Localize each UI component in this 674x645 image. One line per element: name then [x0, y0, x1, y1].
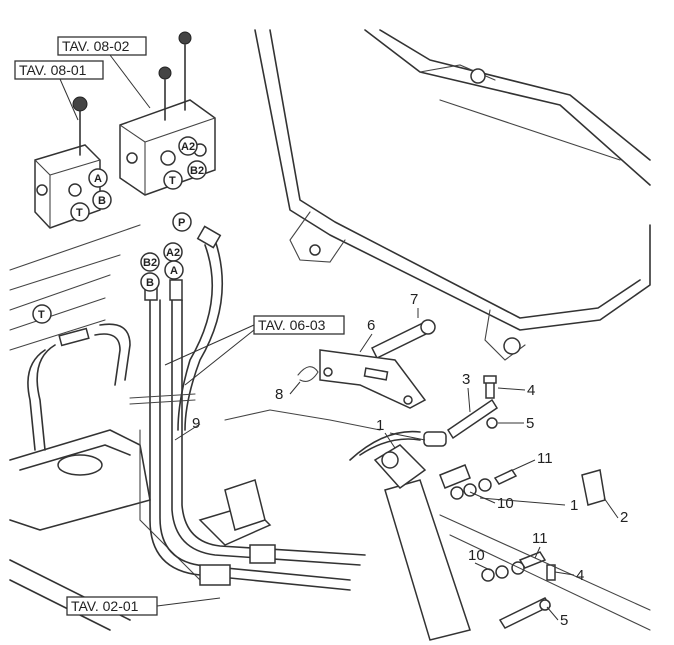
hardware-parts: [297, 319, 651, 631]
port-label-a2-hose: A2: [166, 247, 180, 259]
port-label-a-left: A: [94, 173, 102, 185]
ref-tav-02-01[interactable]: TAV. 02-01: [71, 598, 139, 614]
part-number-10-upper[interactable]: 10: [497, 495, 514, 512]
part-number-10-lower[interactable]: 10: [468, 547, 485, 564]
port-label-b2-top: B2: [190, 165, 204, 177]
leader-lines: [174, 308, 619, 621]
part-number-4-lower[interactable]: 4: [576, 567, 584, 584]
part-number-7[interactable]: 7: [410, 291, 418, 308]
port-label-b2-hose: B2: [143, 257, 157, 269]
port-label-a-hose: A: [170, 265, 178, 277]
ref-tav-08-01[interactable]: TAV. 08-01: [19, 62, 87, 78]
hydraulic-cylinder: [198, 409, 471, 641]
part-number-11-lower[interactable]: 11: [532, 530, 548, 547]
part-number-8[interactable]: 8: [275, 386, 283, 403]
part-number-5-upper[interactable]: 5: [526, 415, 534, 432]
port-label-p: P: [178, 217, 185, 229]
port-label-a2-top: A2: [181, 141, 195, 153]
part-number-11-upper[interactable]: 11: [537, 450, 553, 467]
reference-boxes: TAV. 08-02 TAV. 08-01 TAV. 06-03 TAV. 02…: [14, 36, 345, 616]
cab-frame: [254, 29, 651, 361]
part-number-1[interactable]: 1: [376, 417, 384, 434]
hydraulic-hoses: [27, 225, 421, 591]
part-number-3[interactable]: 3: [462, 371, 470, 388]
port-label-t-top: T: [169, 175, 176, 187]
port-label-t-left: T: [76, 207, 83, 219]
ref-tav-06-03[interactable]: TAV. 06-03: [258, 317, 326, 333]
part-number-1-lower[interactable]: 1: [570, 497, 578, 514]
part-number-9[interactable]: 9: [192, 415, 200, 432]
port-label-b-left: B: [98, 195, 106, 207]
control-valve-left: [34, 96, 101, 229]
part-number-5-lower[interactable]: 5: [560, 612, 568, 629]
ref-tav-08-02[interactable]: TAV. 08-02: [62, 38, 130, 54]
part-number-2[interactable]: 2: [620, 509, 628, 526]
part-number-6[interactable]: 6: [367, 317, 375, 334]
port-label-b-hose: B: [146, 277, 154, 289]
port-labels: A2 B2 T A B T P A2 B2 A B T: [32, 136, 207, 324]
port-label-t-fitting: T: [38, 309, 45, 321]
part-number-4-upper[interactable]: 4: [527, 382, 535, 399]
floor-deck: [9, 224, 201, 631]
part-numbers: 7 6 8 3 4 5 1 9 11 10 1 2 11 10 4 5: [192, 291, 628, 629]
